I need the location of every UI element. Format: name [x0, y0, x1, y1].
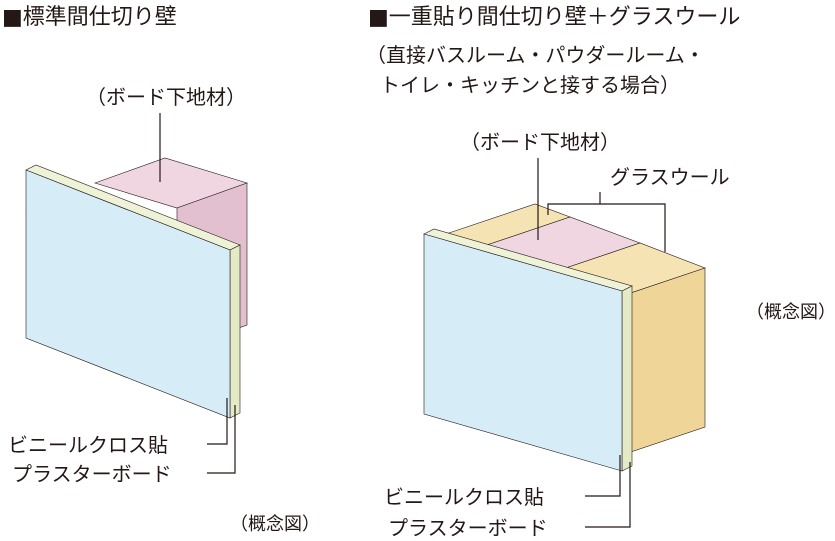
plasterboard-panel [25, 164, 241, 419]
right-vinyl-cloth-label: ビニールクロス貼 [384, 485, 544, 509]
standard-partition-diagram: ■標準間仕切り壁 （ボード下地材） ビニールクロス貼 プラスターボード （概念図… [2, 5, 320, 535]
right-board-backing-label: （ボード下地材） [460, 130, 620, 154]
glasswool-partition-diagram: ■一重貼り間仕切り壁＋グラスウール （直接バスルーム・パウダールーム・ トイレ・… [366, 5, 835, 540]
leader-glass-wool [547, 203, 666, 252]
right-glass-wool-label: グラスウール [610, 165, 730, 189]
right-concept-label: （概念図） [746, 301, 835, 323]
right-plasterboard-label: プラスターボード [388, 516, 548, 540]
leader-plasterboard-right [585, 462, 631, 528]
leader-vinyl-cloth [207, 398, 228, 445]
left-board-backing-label: （ボード下地材） [86, 85, 246, 109]
left-vinyl-cloth-label: ビニールクロス貼 [8, 433, 168, 457]
right-heading: ■一重貼り間仕切り壁＋グラスウール [368, 5, 740, 30]
left-concept-label: （概念図） [230, 513, 320, 535]
left-plasterboard-label: プラスターボード [12, 462, 172, 486]
left-heading: ■標準間仕切り壁 [2, 5, 177, 30]
plasterboard-panel-right [423, 228, 633, 472]
right-note-line2: トイレ・キッチンと接する場合） [380, 73, 680, 97]
right-note-line1: （直接バスルーム・パウダールーム・ [366, 43, 705, 67]
leader-vinyl-cloth-right [585, 455, 621, 497]
leader-plasterboard [207, 405, 236, 474]
